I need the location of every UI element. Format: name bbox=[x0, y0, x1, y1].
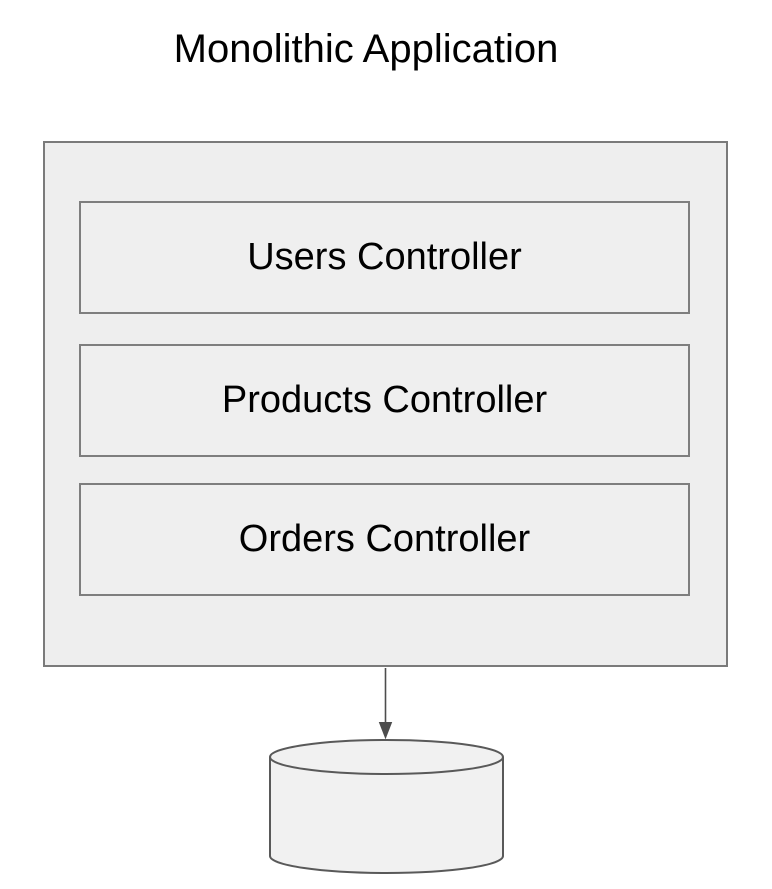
box-orders-controller: Orders Controller bbox=[79, 483, 690, 596]
box-products-controller: Products Controller bbox=[79, 344, 690, 457]
arrow-down-connector bbox=[378, 668, 393, 740]
diagram-title: Monolithic Application bbox=[173, 27, 559, 71]
orders-controller-label: Orders Controller bbox=[238, 518, 531, 560]
monolith-boundary-box: Users Controller Products Controller Ord… bbox=[43, 141, 728, 667]
products-controller-label: Products Controller bbox=[221, 379, 548, 421]
box-users-controller: Users Controller bbox=[79, 201, 690, 314]
users-controller-label: Users Controller bbox=[247, 236, 522, 278]
database-cylinder-icon bbox=[269, 739, 504, 874]
